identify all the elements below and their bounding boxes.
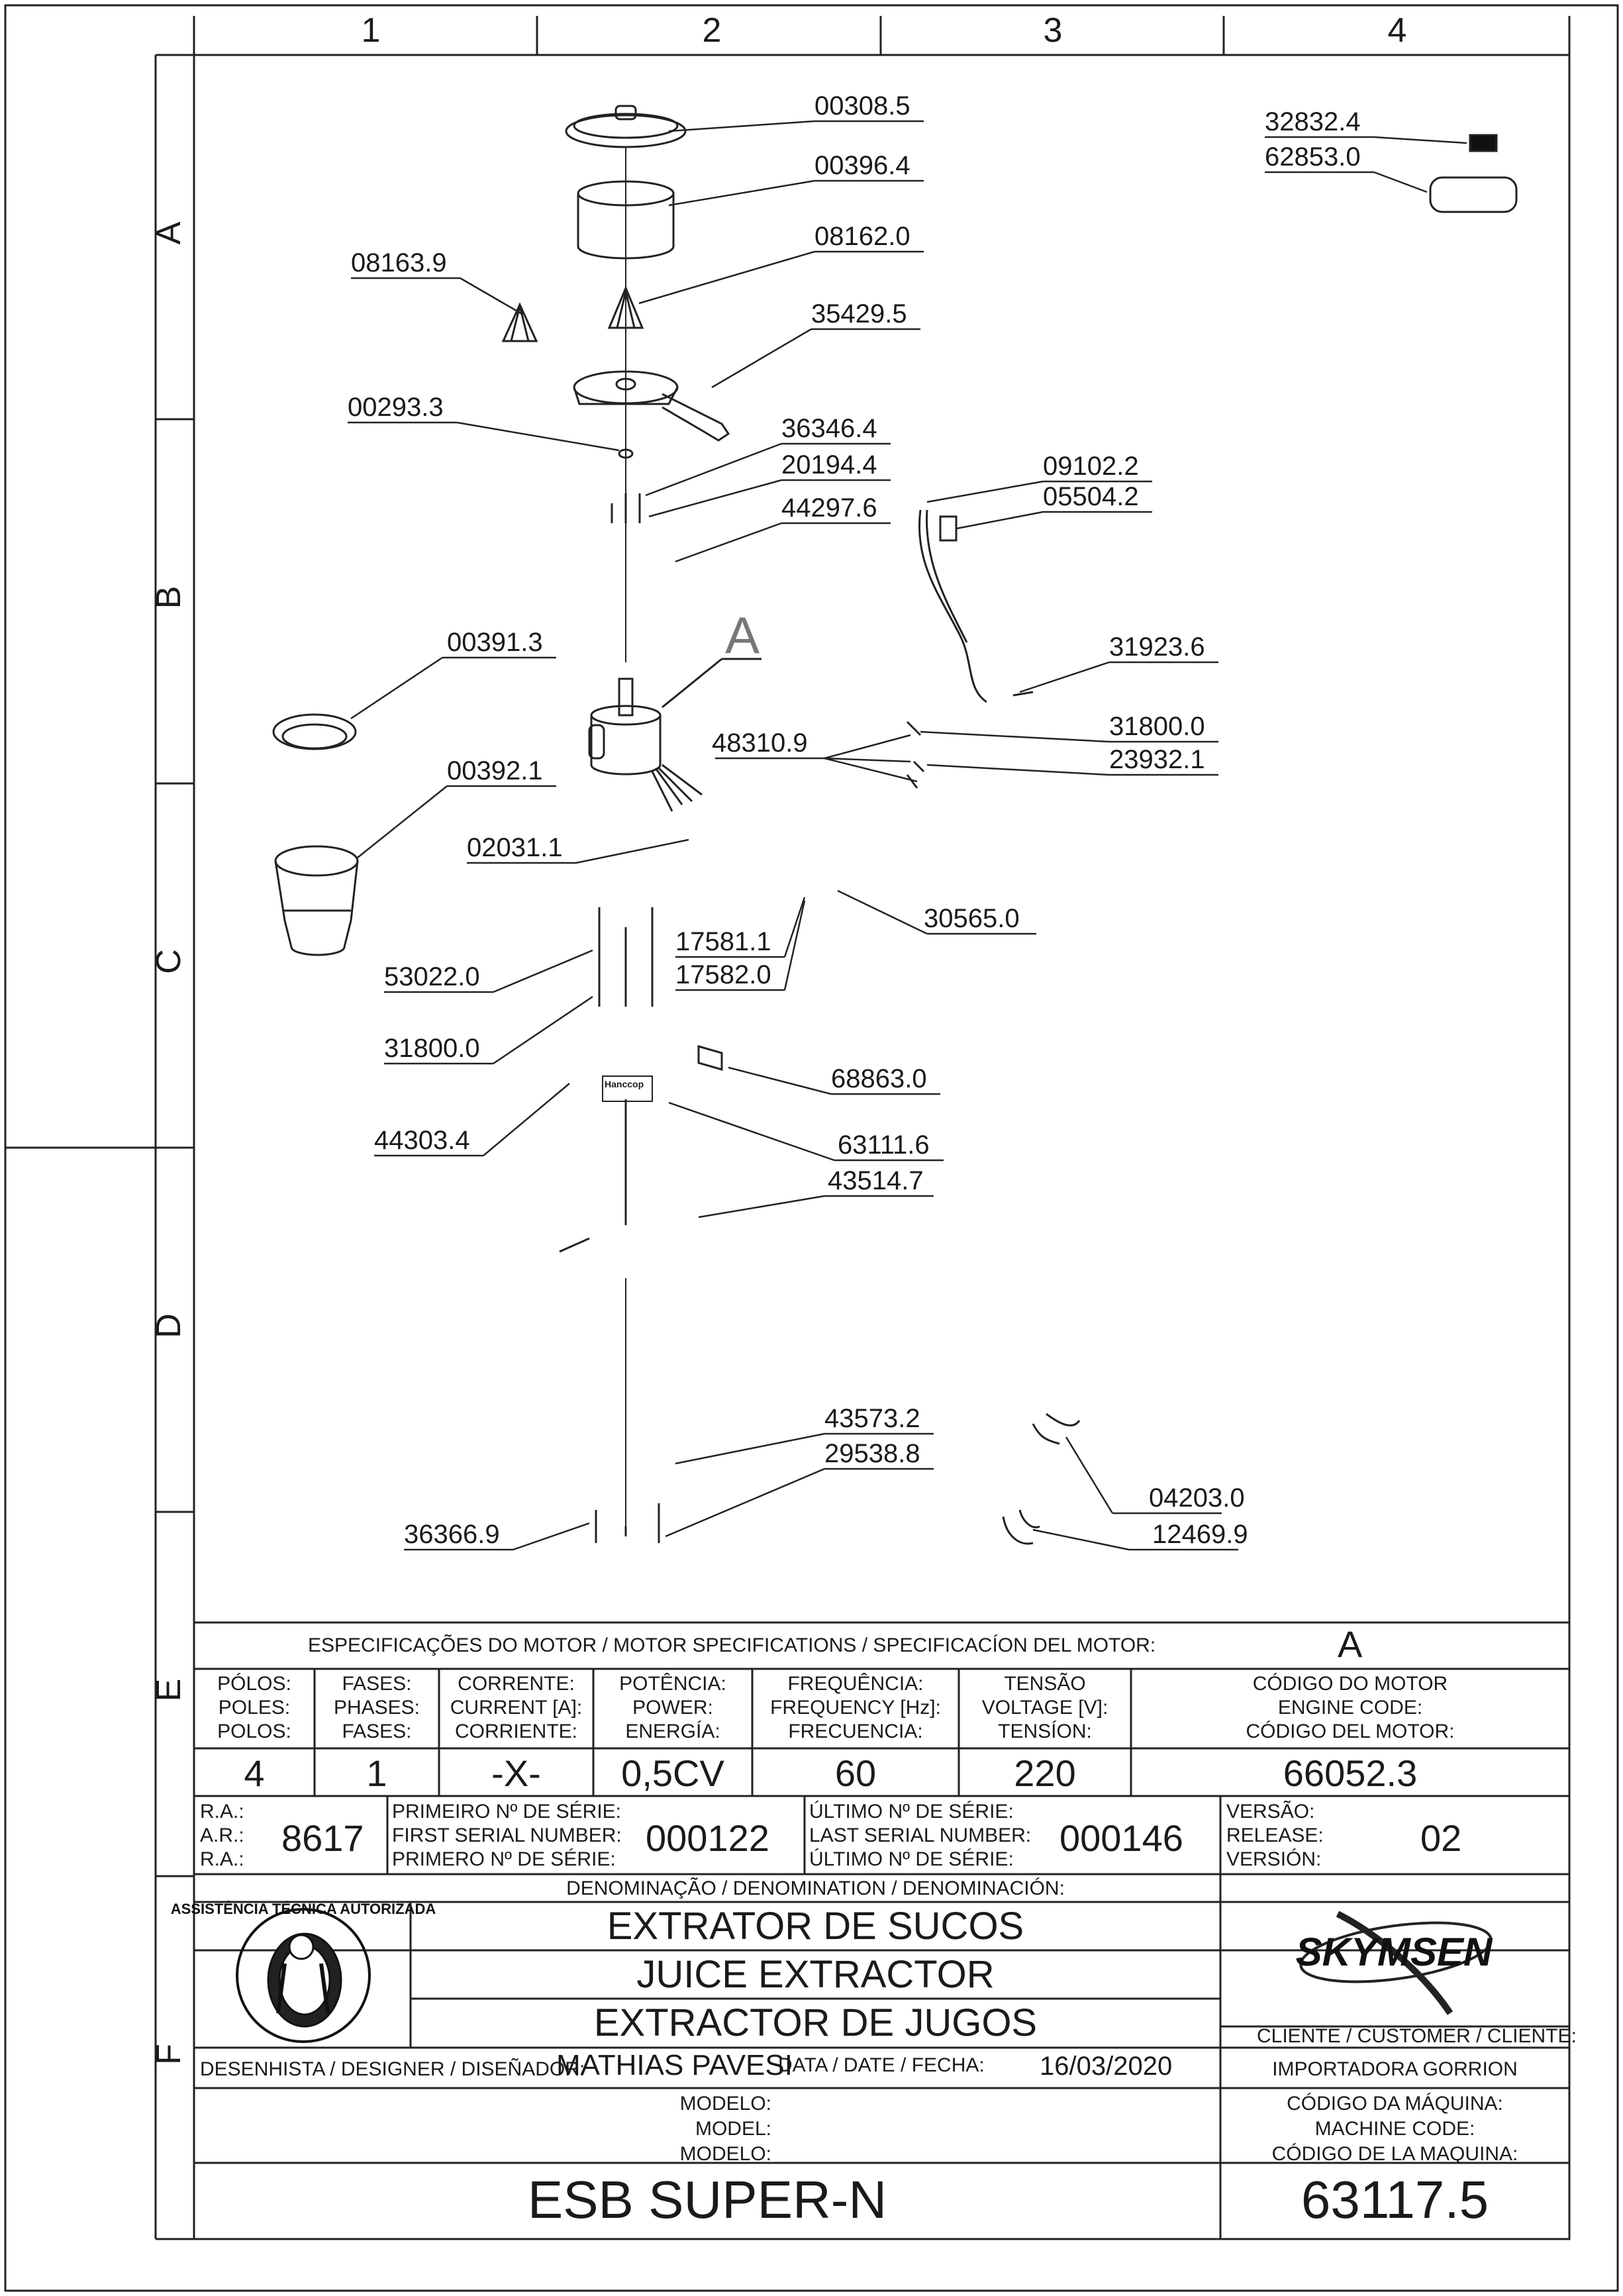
sticker-text: Hanccop xyxy=(605,1079,644,1089)
part-label: 35429.5 xyxy=(811,299,907,328)
part-label: 04203.0 xyxy=(1149,1483,1245,1513)
part-label: 08162.0 xyxy=(814,222,910,251)
part-label: 05504.2 xyxy=(1043,482,1139,511)
part-label: 17582.0 xyxy=(675,960,771,989)
spec-label-engine-code: CÓDIGO DO MOTOR ENGINE CODE: CÓDIGO DEL … xyxy=(1246,1673,1455,1742)
zone-column-4: 4 xyxy=(1387,11,1407,50)
part-label: 31800.0 xyxy=(1109,712,1205,741)
part-label: 43573.2 xyxy=(824,1404,920,1433)
spec-value-engine-code: 66052.3 xyxy=(1283,1752,1418,1794)
spec-value-frequency: 60 xyxy=(834,1752,877,1794)
zone-row-e: E xyxy=(150,1678,188,1702)
spec-label-frequency: FREQUÊNCIA: FREQUENCY [Hz]: FRECUENCIA: xyxy=(770,1673,941,1742)
part-label: 31923.6 xyxy=(1109,632,1205,662)
designer-label: DESENHISTA / DESIGNER / DISEÑADOR: xyxy=(200,2058,585,2080)
part-label: 00391.3 xyxy=(447,628,543,657)
denomination-title: DENOMINAÇÃO / DENOMINATION / DENOMINACIÓ… xyxy=(566,1877,1065,1899)
zone-row-b: B xyxy=(150,585,188,609)
zone-row-f: F xyxy=(150,2044,188,2065)
authorized-service-seal: ASSISTÊNCIA TÉCNICA AUTORIZADA xyxy=(171,1901,436,2043)
part-label: 62853.0 xyxy=(1265,142,1361,172)
part-label: 63111.6 xyxy=(838,1130,930,1160)
version-value: 02 xyxy=(1420,1817,1462,1859)
designer-value: MATHIAS PAVESI xyxy=(556,2049,793,2081)
part-label: 36366.9 xyxy=(404,1520,500,1549)
part-label: 00308.5 xyxy=(814,91,910,121)
spec-value-current: -X- xyxy=(491,1752,541,1794)
zone-row-d: D xyxy=(150,1313,188,1338)
svg-text:ASSISTÊNCIA TÉCNICA AUTORIZADA: ASSISTÊNCIA TÉCNICA AUTORIZADA xyxy=(171,1901,436,1917)
part-label: 00396.4 xyxy=(814,151,910,180)
part-label: 43514.7 xyxy=(828,1166,924,1195)
part-label: 68863.0 xyxy=(831,1064,927,1093)
part-label: 08163.9 xyxy=(351,248,447,277)
zone-column-2: 2 xyxy=(702,11,722,50)
model-label: MODELO: MODEL: MODELO: xyxy=(679,2093,771,2165)
part-label: 02031.1 xyxy=(467,833,563,862)
machine-code-label: CÓDIGO DA MÁQUINA: MACHINE CODE: CÓDIGO … xyxy=(1271,2093,1518,2165)
first-serial-label: PRIMEIRO Nº DE SÉRIE: FIRST SERIAL NUMBE… xyxy=(392,1801,622,1870)
date-value: 16/03/2020 xyxy=(1040,2052,1173,2081)
spec-label-phases: FASES: PHASES: FASES: xyxy=(333,1673,420,1742)
part-label: 29538.8 xyxy=(824,1439,920,1468)
part-label: 36346.4 xyxy=(781,414,877,443)
part-label: 48310.9 xyxy=(712,728,808,758)
zone-row-a: A xyxy=(150,221,188,245)
customer-value: IMPORTADORA GORRION xyxy=(1272,2058,1518,2080)
spec-label-poles: PÓLOS: POLES: POLOS: xyxy=(217,1673,291,1742)
spec-label-current: CORRENTE: CURRENT [A]: CORRIENTE: xyxy=(450,1673,583,1742)
spec-value-voltage: 220 xyxy=(1014,1752,1076,1794)
last-serial-label: ÚLTIMO Nº DE SÉRIE: LAST SERIAL NUMBER: … xyxy=(809,1801,1032,1870)
denomination-line-pt: EXTRATOR DE SUCOS xyxy=(607,1905,1024,1948)
part-label: 09102.2 xyxy=(1043,452,1139,481)
zone-column-3: 3 xyxy=(1043,11,1063,50)
first-serial-value: 000122 xyxy=(646,1817,769,1859)
part-label: 12469.9 xyxy=(1152,1520,1248,1549)
spec-value-phases: 1 xyxy=(366,1752,387,1794)
zone-column-1: 1 xyxy=(361,11,381,50)
denomination-line-es: EXTRACTOR DE JUGOS xyxy=(593,2001,1038,2044)
brand-logo-text: SKYMSEN xyxy=(1296,1930,1493,1974)
detail-marker: A xyxy=(725,606,760,664)
ra-value: 8617 xyxy=(281,1817,364,1859)
part-label: 31800.0 xyxy=(384,1034,480,1063)
part-label: 20194.4 xyxy=(781,450,877,479)
part-label: 00392.1 xyxy=(447,756,543,785)
model-value: ESB SUPER-N xyxy=(527,2170,887,2229)
date-label: DATA / DATE / FECHA: xyxy=(778,2054,985,2076)
version-label: VERSÃO: RELEASE: VERSIÓN: xyxy=(1226,1801,1324,1870)
leader-lines xyxy=(348,120,1467,1551)
motor-spec-title: ESPECIFICAÇÕES DO MOTOR / MOTOR SPECIFIC… xyxy=(308,1634,1156,1656)
part-label: 17581.1 xyxy=(675,927,771,956)
ra-label: R.A.: A.R.: R.A.: xyxy=(200,1801,244,1870)
part-label: 44303.4 xyxy=(374,1126,470,1155)
customer-label: CLIENTE / CUSTOMER / CLIENTE: xyxy=(1257,2025,1577,2047)
product-sticker xyxy=(602,1075,653,1102)
last-serial-value: 000146 xyxy=(1059,1817,1183,1859)
skymsen-logo xyxy=(1299,1911,1493,2015)
zone-row-c: C xyxy=(150,949,188,974)
part-label: 23932.1 xyxy=(1109,745,1205,774)
part-label: 32832.4 xyxy=(1265,107,1361,136)
machine-code-value: 63117.5 xyxy=(1301,2170,1489,2229)
spec-label-voltage: TENSÃO VOLTAGE [V]: TENSÍON: xyxy=(981,1673,1108,1742)
part-label: 44297.6 xyxy=(781,493,877,523)
spec-label-power: POTÊNCIA: POWER: ENERGÍA: xyxy=(619,1673,726,1742)
part-label: 30565.0 xyxy=(924,904,1020,933)
spec-value-poles: 4 xyxy=(244,1752,265,1794)
title-block xyxy=(194,1621,1569,2239)
motor-spec-title-value: A xyxy=(1338,1623,1363,1665)
spec-value-power: 0,5CV xyxy=(621,1752,724,1794)
denomination-line-en: JUICE EXTRACTOR xyxy=(636,1953,995,1996)
parts-artwork xyxy=(272,105,1518,1545)
part-label: 00293.3 xyxy=(348,393,444,422)
part-label: 53022.0 xyxy=(384,962,480,991)
